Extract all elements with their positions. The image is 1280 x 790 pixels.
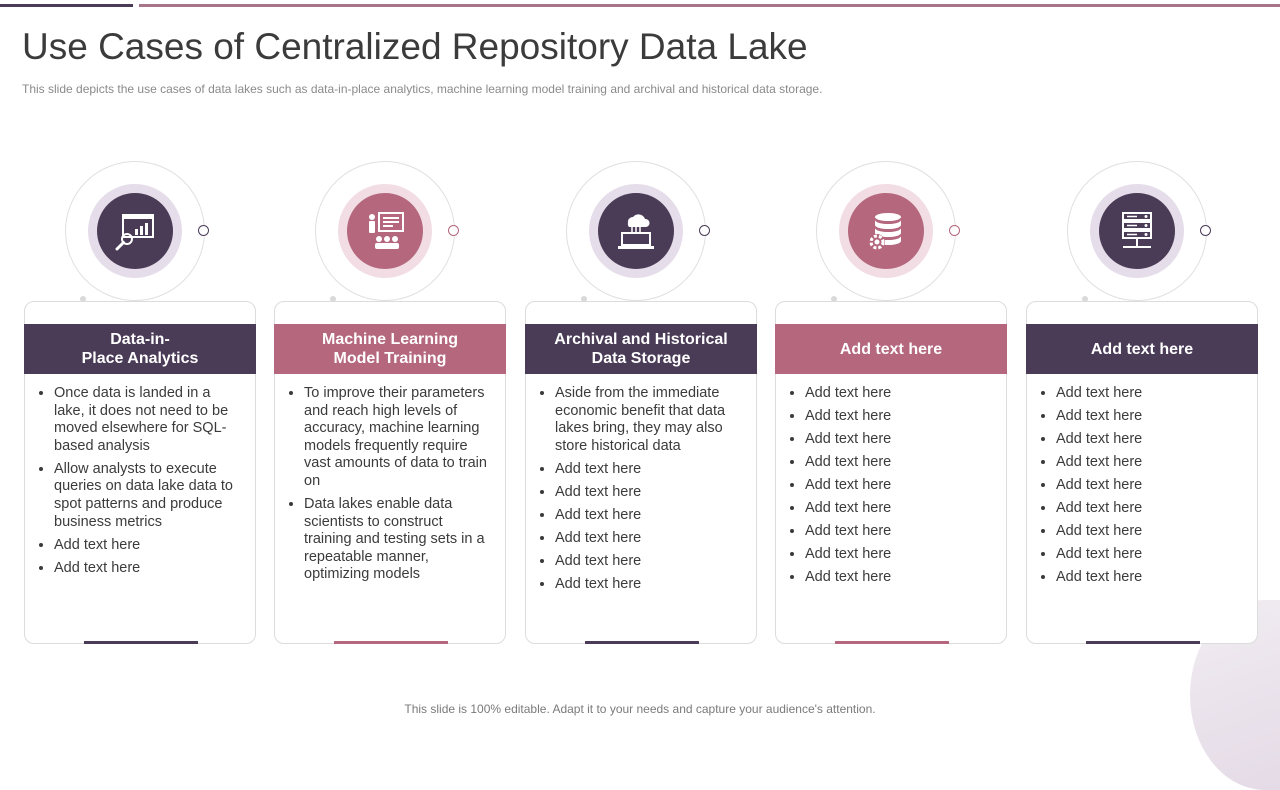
database-gear-icon xyxy=(848,193,924,269)
analytics-icon xyxy=(97,193,173,269)
ring-marker-dot xyxy=(699,225,710,236)
list-item: Add text here xyxy=(805,477,991,495)
ring-marker-dot xyxy=(949,225,960,236)
list-item: Add text here xyxy=(555,484,741,502)
card-accent-bar xyxy=(84,641,198,644)
card-bullet-list: Add text here Add text here Add text her… xyxy=(775,385,1007,592)
use-case-card-5: Add text here Add text here Add text her… xyxy=(1026,160,1258,646)
use-case-card-2: Machine Learning Model Training To impro… xyxy=(274,160,506,646)
list-item: Add text here xyxy=(1056,500,1242,518)
top-accent-bar-left xyxy=(0,4,133,7)
card-heading: Machine Learning Model Training xyxy=(274,324,506,374)
list-item: Add text here xyxy=(805,385,991,403)
card-heading: Add text here xyxy=(775,324,1007,374)
list-item: Add text here xyxy=(555,461,741,479)
page-title: Use Cases of Centralized Repository Data… xyxy=(22,26,808,67)
list-item: Add text here xyxy=(805,523,991,541)
card-bullet-list: Add text here Add text here Add text her… xyxy=(1026,385,1258,592)
list-item: Add text here xyxy=(805,408,991,426)
ring-marker-dot xyxy=(1200,225,1211,236)
card-heading: Data-in- Place Analytics xyxy=(24,324,256,374)
ring-end-dot xyxy=(80,296,86,302)
ring-end-dot xyxy=(581,296,587,302)
use-case-card-1: Data-in- Place Analytics Once data is la… xyxy=(24,160,256,646)
ring-end-dot xyxy=(330,296,336,302)
list-item: Add text here xyxy=(805,569,991,587)
list-item: Add text here xyxy=(1056,477,1242,495)
top-accent-bar-right xyxy=(139,4,1280,7)
ring-end-dot xyxy=(1082,296,1088,302)
card-accent-bar xyxy=(585,641,699,644)
list-item: Add text here xyxy=(1056,431,1242,449)
card-heading: Add text here xyxy=(1026,324,1258,374)
card-bullet-list: Once data is landed in a lake, it does n… xyxy=(24,385,256,583)
cloud-laptop-icon xyxy=(598,193,674,269)
presentation-training-icon xyxy=(347,193,423,269)
list-item: Add text here xyxy=(805,500,991,518)
list-item: Add text here xyxy=(555,553,741,571)
list-item: Add text here xyxy=(555,507,741,525)
page-subtitle: This slide depicts the use cases of data… xyxy=(22,82,823,96)
card-heading-text: Data-in- Place Analytics xyxy=(81,331,199,367)
card-heading-text: Archival and Historical Data Storage xyxy=(554,331,728,367)
list-item: Add text here xyxy=(54,537,240,555)
ring-end-dot xyxy=(831,296,837,302)
list-item: Add text here xyxy=(1056,408,1242,426)
card-heading-text: Add text here xyxy=(1090,340,1194,358)
list-item: Data lakes enable data scientists to con… xyxy=(304,496,490,584)
ring-marker-dot xyxy=(198,225,209,236)
card-heading-text: Add text here xyxy=(839,340,943,358)
list-item: Once data is landed in a lake, it does n… xyxy=(54,385,240,455)
list-item: Add text here xyxy=(1056,523,1242,541)
use-case-card-4: Add text here Add text here Add text her… xyxy=(775,160,1007,646)
list-item: Add text here xyxy=(805,431,991,449)
card-heading: Archival and Historical Data Storage xyxy=(525,324,757,374)
card-heading-text: Machine Learning Model Training xyxy=(321,331,459,367)
list-item: Allow analysts to execute queries on dat… xyxy=(54,461,240,531)
list-item: Add text here xyxy=(805,454,991,472)
list-item: Add text here xyxy=(555,576,741,594)
list-item: Add text here xyxy=(1056,546,1242,564)
list-item: To improve their parameters and reach hi… xyxy=(304,385,490,491)
list-item: Add text here xyxy=(1056,569,1242,587)
card-accent-bar xyxy=(1086,641,1200,644)
list-item: Add text here xyxy=(1056,454,1242,472)
card-bullet-list: To improve their parameters and reach hi… xyxy=(274,385,506,589)
card-accent-bar xyxy=(835,641,949,644)
ring-marker-dot xyxy=(448,225,459,236)
list-item: Add text here xyxy=(555,530,741,548)
list-item: Add text here xyxy=(1056,385,1242,403)
card-bullet-list: Aside from the immediate economic benefi… xyxy=(525,385,757,599)
list-item: Add text here xyxy=(805,546,991,564)
use-case-card-3: Archival and Historical Data Storage Asi… xyxy=(525,160,757,646)
footer-note: This slide is 100% editable. Adapt it to… xyxy=(404,702,876,716)
card-accent-bar xyxy=(334,641,448,644)
server-network-icon xyxy=(1099,193,1175,269)
list-item: Aside from the immediate economic benefi… xyxy=(555,385,741,455)
list-item: Add text here xyxy=(54,560,240,578)
